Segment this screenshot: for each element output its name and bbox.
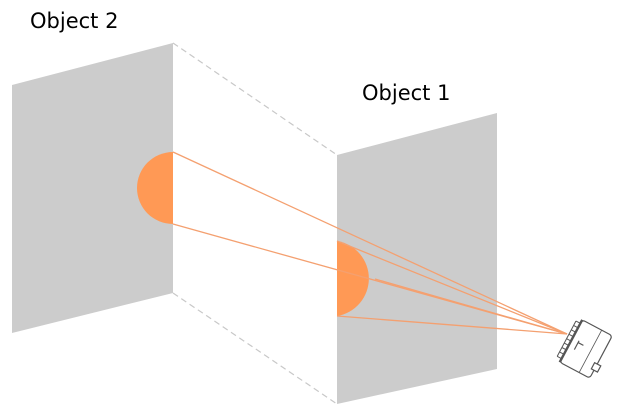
- object-2-panel: [12, 43, 173, 333]
- ray-to-object-1-top: [336, 240, 568, 335]
- object-1-panel: [337, 113, 497, 404]
- sensor-device-icon: [556, 319, 612, 378]
- object-2-projected-spot: [137, 152, 173, 224]
- ray-to-object-1-edge: [374, 278, 568, 335]
- ray-to-object-1-bottom: [336, 315, 568, 335]
- object-1-label: Object 1: [362, 81, 451, 105]
- object-1-spot: [337, 241, 369, 316]
- object-2-label: Object 2: [30, 9, 119, 33]
- sensor-rays: [172, 151, 568, 335]
- ray-to-object-2-top: [172, 151, 568, 335]
- projection-outline: [172, 42, 338, 405]
